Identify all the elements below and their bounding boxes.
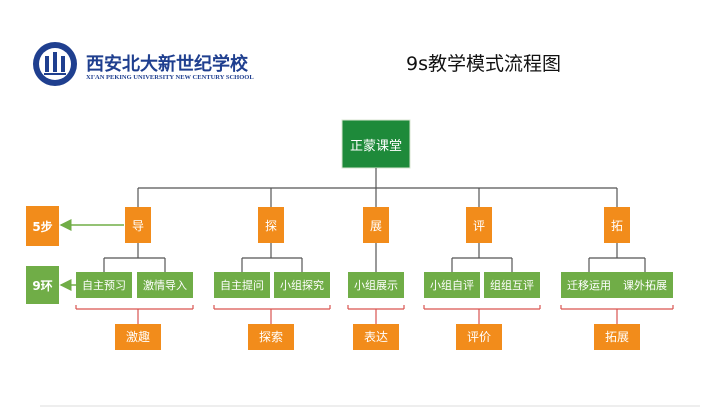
stage-group: 拓迁移运用课外拓展拓展 — [560, 207, 674, 350]
rings-label: 9环 — [32, 279, 52, 293]
steps-label: 5步 — [32, 219, 52, 234]
outcome-label: 探索 — [259, 330, 283, 344]
sub-step-label: 小组自评 — [430, 278, 474, 292]
stage-label: 展 — [370, 219, 382, 233]
stage-label: 拓 — [611, 219, 623, 233]
stage-label: 评 — [473, 219, 485, 233]
sub-step-box — [214, 272, 270, 298]
outcome-box — [353, 324, 399, 350]
rings-label-box: 9环 — [26, 266, 59, 304]
school-name-cn: 西安北大新世纪学校 — [86, 53, 249, 75]
stage-label: 导 — [132, 219, 144, 233]
sub-step-box — [617, 272, 673, 298]
sub-step-label: 组组互评 — [490, 278, 534, 292]
outcome-box — [115, 324, 161, 350]
stage-box — [258, 207, 284, 243]
stage-box — [125, 207, 151, 243]
stage-label: 探 — [265, 219, 277, 233]
school-name-en: XI'AN PEKING UNIVERSITY NEW CENTURY SCHO… — [86, 74, 254, 81]
sub-step-box — [274, 272, 330, 298]
sub-step-label: 自主预习 — [82, 279, 126, 292]
outcome-box — [248, 324, 294, 350]
connector-lines — [103, 168, 646, 272]
sub-step-box — [137, 272, 193, 298]
outcome-box — [456, 324, 502, 350]
sub-step-box — [424, 272, 480, 298]
sub-step-label: 课外拓展 — [623, 278, 667, 292]
outcome-label: 拓展 — [605, 330, 629, 344]
school-logo — [33, 42, 77, 86]
root-label: 正蒙课堂 — [350, 139, 402, 154]
outcome-box — [594, 324, 640, 350]
sub-step-label: 小组展示 — [354, 278, 398, 292]
sub-step-label: 自主提问 — [220, 279, 264, 292]
steps-label-box: 5步 — [26, 206, 59, 246]
sub-step-label: 激情导入 — [143, 278, 187, 292]
logo-emblem — [44, 52, 66, 75]
stage-box — [363, 207, 389, 243]
sub-step-box — [561, 272, 617, 298]
outcome-label: 激趣 — [126, 329, 150, 344]
stage-box — [466, 207, 492, 243]
sub-step-box — [484, 272, 540, 298]
sub-step-label: 迁移运用 — [567, 279, 611, 292]
outcome-label: 表达 — [364, 330, 388, 344]
stage-box — [604, 207, 630, 243]
sub-step-box — [76, 272, 132, 298]
page-title: 9s教学模式流程图 — [406, 53, 561, 75]
outcome-label: 评价 — [467, 330, 491, 344]
sub-step-box — [348, 272, 404, 298]
sub-step-label: 小组探究 — [280, 278, 324, 292]
root-node: 正蒙课堂 — [341, 119, 411, 169]
